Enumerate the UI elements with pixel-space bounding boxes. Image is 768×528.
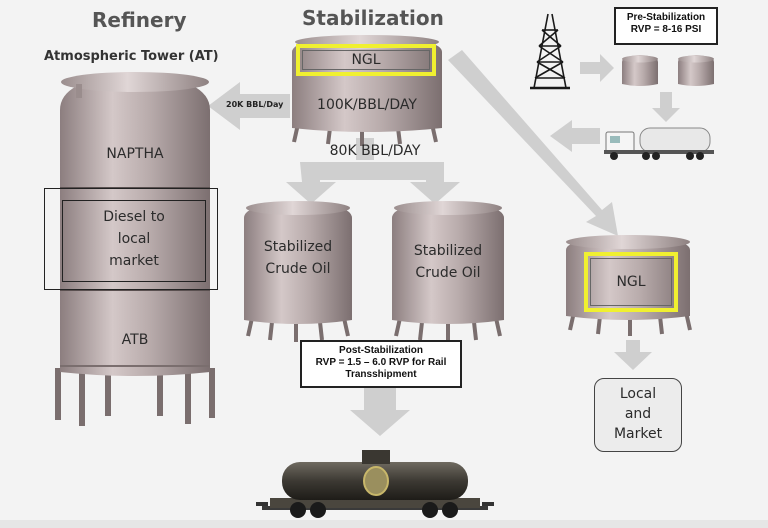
stabilized-left-label: Stabilized Crude Oil [244,236,352,280]
market-line-3: Market [613,426,663,442]
pre-stab-tanks [622,55,714,86]
arrow-to-refinery [208,82,290,130]
tanker-truck-icon [604,127,714,160]
stabilized-right-line-1: Stabilized [413,243,483,259]
stabilized-tank-right [392,201,504,342]
arrow-truck-left [550,120,600,152]
tower-legs [55,368,215,426]
diesel-label: Diesel to local market [62,206,206,272]
stabilized-tank-left [244,201,352,342]
market-line-1: Local [619,386,657,402]
arrow-to-right-stabilizer [356,162,460,204]
diesel-outer-frame [44,188,218,290]
diesel-label-line-2: local [117,231,151,247]
bottom-strip [0,520,768,528]
diesel-inner-frame [62,200,206,282]
post-stab-line-1: Post-Stabilization [339,345,423,356]
post-stab-line-3: Transshipment [345,369,417,380]
arrow-tower-to-tanks [580,54,614,82]
flow-arrows [208,50,680,436]
rail-tank-car-icon [256,450,494,518]
pre-stab-line-1: Pre-Stabilization [626,12,706,23]
stabilization-heading: Stabilization [302,6,444,30]
local-market-label: Local and Market [594,384,682,444]
arrow-to-ngl-right [448,50,618,236]
ngl-center-rate: 100K/BBL/DAY [317,97,417,113]
refinery-heading: Refinery [92,8,187,32]
oil-derrick-icon [530,13,570,90]
ngl-tank-right [566,235,692,336]
ngl-highlight-box [296,44,436,76]
pre-stabilization-note: Pre-Stabilization RVP = 8-16 PSI [614,7,718,45]
local-market-box [594,378,682,452]
stabilized-left-line-2: Crude Oil [265,261,331,277]
arrow-to-train [350,386,410,436]
post-stab-line-2: RVP = 1.5 – 6.0 RVP for Rail [315,357,447,368]
stabilizer-flow-label: 80K BBL/DAY [329,143,421,159]
stabilized-right-label: Stabilized Crude Oil [392,240,504,284]
ngl-center-label: NGL [351,52,381,68]
ngl-right-highlight-box [584,252,678,312]
atmospheric-tower [55,72,215,426]
atb-label: ATB [121,332,149,348]
diesel-label-line-1: Diesel to [103,209,165,225]
pre-stab-line-2: RVP = 8-16 PSI [630,24,702,35]
naptha-label: NAPTHA [106,146,164,162]
refinery-flow-label: 20K BBL/Day [226,100,284,109]
diesel-label-line-3: market [109,253,159,269]
stabilized-right-line-2: Crude Oil [415,265,481,281]
ngl-right-label: NGL [616,274,646,290]
market-line-2: and [624,406,652,422]
post-stabilization-note: Post-Stabilization RVP = 1.5 – 6.0 RVP f… [300,340,462,388]
atmospheric-tower-heading: Atmospheric Tower (AT) [44,49,219,64]
arrow-tanks-to-truck [652,92,680,122]
arrow-to-market [614,340,652,370]
stabilized-left-line-1: Stabilized [263,239,333,255]
